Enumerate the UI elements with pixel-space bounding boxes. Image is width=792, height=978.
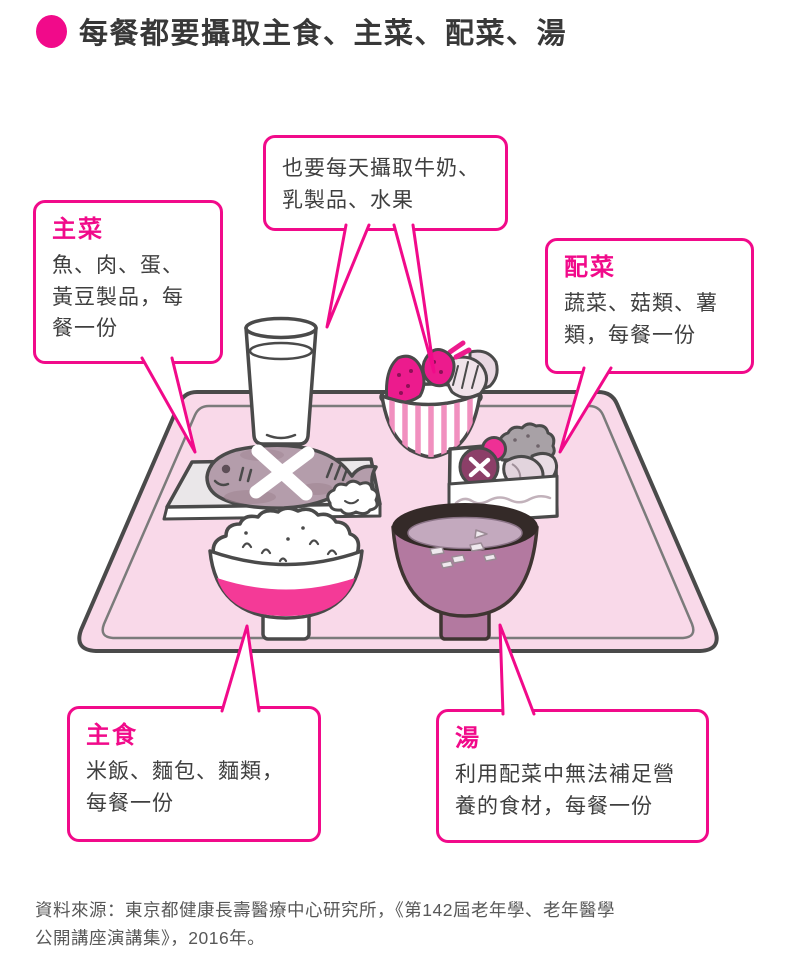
callout-dairy: 也要每天攝取牛奶、 乳製品、水果 bbox=[263, 135, 508, 231]
pointer-dairy-fruit bbox=[392, 223, 436, 374]
callout-text-line: 養的食材，每餐一份 bbox=[455, 794, 653, 818]
milk-glass-icon bbox=[244, 316, 318, 446]
callout-text-line: 乳製品、水果 bbox=[282, 188, 414, 212]
rice-bowl-icon bbox=[208, 506, 364, 641]
pointer-staple bbox=[220, 624, 261, 713]
callout-text-line: 類，每餐一份 bbox=[564, 323, 696, 347]
callout-soup: 湯 利用配菜中無法補足營 養的食材，每餐一份 bbox=[436, 709, 709, 843]
source-note-line: 公開講座演講集》，2016年。 bbox=[35, 928, 266, 949]
header: 每餐都要攝取主食、主菜、配菜、湯 bbox=[36, 10, 567, 52]
callout-title: 主食 bbox=[86, 722, 138, 749]
callout-text-line: 每餐一份 bbox=[86, 791, 174, 815]
callout-title: 湯 bbox=[455, 725, 481, 752]
callout-text-line: 餐一份 bbox=[52, 317, 118, 340]
pointer-soup bbox=[498, 623, 536, 716]
grilled-fish-icon bbox=[205, 443, 378, 510]
callout-title: 配菜 bbox=[564, 254, 616, 281]
page-title: 每餐都要攝取主食、主菜、配菜、湯 bbox=[79, 18, 568, 50]
callout-staple: 主食 米飯、麵包、麵類， 每餐一份 bbox=[67, 706, 321, 842]
pointer-dairy-milk bbox=[325, 223, 371, 329]
grilled-fish-plate-icon bbox=[162, 443, 382, 521]
callout-text-line: 利用配菜中無法補足營 bbox=[455, 763, 675, 786]
callout-side-dish: 配菜 蔬菜、菇類、薯 類，每餐一份 bbox=[545, 238, 754, 374]
callout-text-line: 也要每天攝取牛奶、 bbox=[282, 157, 480, 180]
garnish-icon bbox=[326, 479, 379, 516]
source-note: 資料來源：東京都健康長壽醫療中心研究所，《第142屆老年學、老年醫學 公開講座演… bbox=[35, 896, 770, 953]
pointer-side-dish bbox=[558, 366, 613, 454]
pointer-main-dish bbox=[140, 356, 197, 454]
callout-text-line: 米飯、麵包、麵類， bbox=[86, 760, 284, 783]
callout-text-line: 魚、肉、蛋、 bbox=[52, 254, 184, 277]
callout-text-line: 蔬菜、菇類、薯 bbox=[564, 292, 718, 315]
callout-main-dish: 主菜 魚、肉、蛋、 黃豆製品，每 餐一份 bbox=[33, 200, 223, 364]
fruit-bowl-icon bbox=[379, 340, 499, 459]
callout-title: 主菜 bbox=[52, 216, 104, 243]
title-bullet-icon bbox=[36, 14, 67, 48]
source-note-line: 資料來源：東京都健康長壽醫療中心研究所，《第142屆老年學、老年醫學 bbox=[35, 900, 615, 920]
soup-bowl-icon bbox=[391, 503, 539, 641]
callout-text-line: 黃豆製品，每 bbox=[52, 285, 184, 309]
side-dish-box-icon bbox=[447, 422, 559, 525]
serving-tray-icon bbox=[77, 390, 719, 653]
